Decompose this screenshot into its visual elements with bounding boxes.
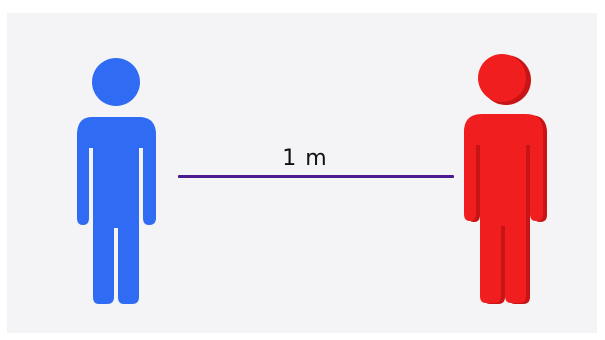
left-person-body bbox=[77, 117, 156, 304]
left-person-head bbox=[92, 58, 140, 106]
distance-line bbox=[178, 175, 454, 178]
distance-label: 1 m bbox=[282, 146, 328, 171]
left-person-icon bbox=[77, 58, 156, 304]
right-person-icon bbox=[464, 54, 547, 304]
right-person-body bbox=[464, 114, 543, 303]
right-person-head bbox=[478, 54, 526, 102]
